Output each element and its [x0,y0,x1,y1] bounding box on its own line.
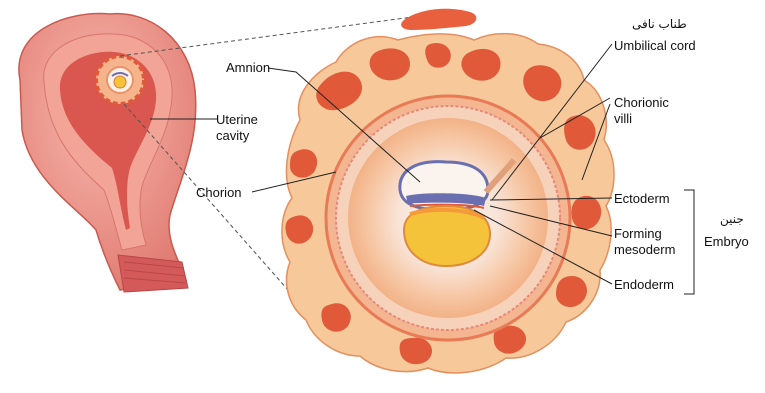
label-ectoderm: Ectoderm [614,191,670,206]
embryo-bracket [684,190,694,294]
label-umbilical-cord-fa: طناب نافی [632,17,687,32]
label-amnion: Amnion [226,60,270,75]
label-chorionic-villi-line2: villi [614,111,632,126]
label-chorionic-villi-line1: Chorionic [614,95,669,110]
label-umbilical-cord: Umbilical cord [614,38,696,53]
embryo-cross-section [282,9,614,373]
label-embryo-fa: جنین [720,212,744,227]
label-embryo: Embryo [704,234,749,249]
uterus-illustration [19,14,196,292]
label-chorion: Chorion [196,185,242,200]
label-uterine-cavity-line2: cavity [216,128,249,143]
label-forming-mesoderm-line1: Forming [614,226,662,241]
label-uterine-cavity-line1: Uterine [216,112,258,127]
label-endoderm: Endoderm [614,277,674,292]
label-forming-mesoderm-line2: mesoderm [614,242,675,257]
